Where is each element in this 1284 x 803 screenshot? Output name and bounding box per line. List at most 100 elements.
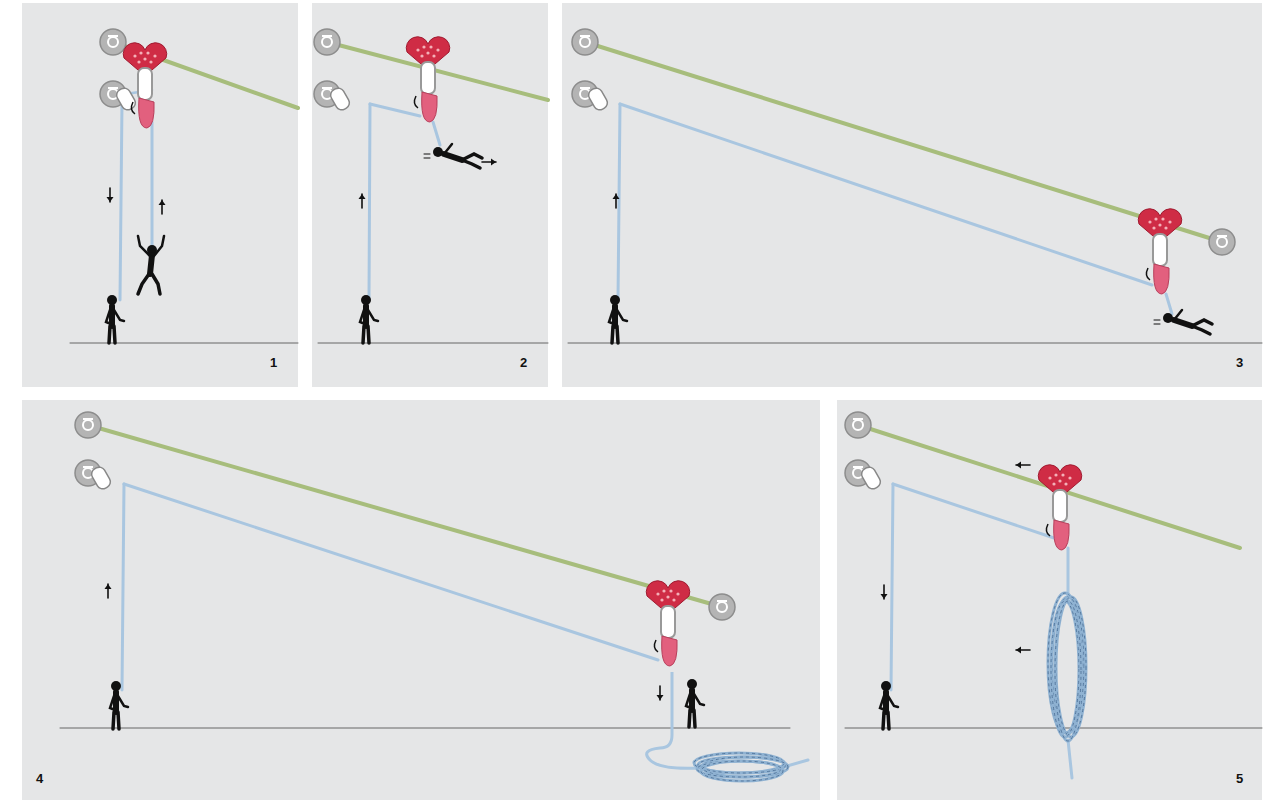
anchor-bolt-head — [108, 35, 118, 37]
anchor-bolt — [314, 29, 340, 55]
ground-line — [845, 728, 1262, 729]
tandem-pulley — [1138, 209, 1181, 294]
ground-line — [568, 343, 1262, 344]
pulley-dot — [1154, 217, 1157, 220]
belayer-figure — [609, 295, 627, 343]
tandem-pulley — [123, 43, 166, 128]
ground-line — [318, 343, 548, 344]
pulley-dot — [436, 48, 439, 51]
anchor-bolt-head — [108, 87, 118, 89]
figure-leg — [113, 712, 114, 729]
anchor-bolt-head — [83, 466, 93, 468]
clamp-arrow — [1046, 524, 1050, 536]
haul-rope — [370, 104, 420, 116]
figure-body — [444, 154, 462, 160]
panel — [562, 3, 1262, 387]
arrow-head — [159, 200, 166, 205]
tyrolean-rope — [327, 42, 548, 100]
anchor-bolt-head — [717, 600, 727, 602]
panel-number: 4 — [36, 772, 43, 785]
figure-leg — [138, 274, 149, 294]
figure-arm — [114, 310, 124, 321]
figure-arm — [360, 310, 365, 324]
figure-arm — [118, 696, 128, 707]
figure-leg — [694, 710, 695, 727]
arrow-head — [105, 584, 112, 589]
figure-arm — [154, 236, 164, 256]
anchor-ring — [853, 420, 863, 430]
tyrolean-rope — [585, 42, 1222, 242]
anchor-ring — [322, 37, 332, 47]
redirect-pulley — [586, 86, 609, 112]
climber-figure — [138, 236, 164, 294]
clamp-arrow — [414, 96, 418, 108]
anchor-bolt-head — [580, 87, 590, 89]
figure-arm — [888, 696, 898, 707]
pulley-dot — [1164, 226, 1167, 229]
haul-rope — [124, 484, 658, 660]
pulley-dot — [676, 592, 679, 595]
figure-leg — [888, 712, 889, 729]
figure-arm — [609, 310, 614, 324]
anchor-ring — [1217, 237, 1227, 247]
haul-rope — [433, 122, 440, 145]
pulley-dot — [1052, 482, 1055, 485]
anchor-plate — [709, 594, 735, 620]
haul-rope — [620, 104, 1152, 285]
haul-rope — [1166, 294, 1172, 314]
anchor-bolt-head — [322, 35, 332, 37]
anchor-plate — [845, 412, 871, 438]
figure-arm — [444, 144, 452, 154]
anchor-bolt — [845, 412, 871, 438]
haul-rope — [122, 484, 124, 690]
redirect-pulley — [859, 465, 882, 491]
arrow-head — [491, 159, 496, 166]
pulley-dot — [1148, 220, 1151, 223]
coil-loop — [1055, 601, 1081, 741]
arrow-head — [107, 197, 114, 202]
carabiner — [138, 68, 152, 100]
anchor-bolt-head — [853, 466, 863, 468]
motion-line — [424, 158, 430, 159]
rider-figure — [424, 144, 482, 168]
pulley-dot — [1054, 473, 1057, 476]
pulley-dot — [146, 51, 149, 54]
pulley-dot — [153, 54, 156, 57]
tyrolean-rope — [858, 425, 1240, 548]
anchor-bolt — [709, 594, 735, 620]
panel-number: 3 — [1236, 356, 1243, 369]
pulley-dot — [1048, 476, 1051, 479]
figure-leg — [118, 712, 119, 729]
haul-rope — [618, 104, 620, 300]
pulley-dot — [420, 54, 423, 57]
anchor-bolt-head — [83, 418, 93, 420]
haul-rope — [893, 484, 1054, 538]
figure-leg — [1192, 326, 1210, 334]
tandem-pulley — [646, 581, 689, 666]
anchor-plate — [75, 412, 101, 438]
figure-arm — [1174, 310, 1182, 320]
anchor-bolt-head — [322, 87, 332, 89]
pulley-dot — [149, 60, 152, 63]
motion-line — [1154, 324, 1160, 325]
tandem-pulley — [406, 37, 449, 122]
belayer-figure — [880, 681, 898, 729]
ground-line — [70, 343, 298, 344]
figure-leg — [883, 712, 884, 729]
haul-rope — [647, 672, 700, 768]
pulley-dot — [1068, 476, 1071, 479]
pulley-dot — [1158, 223, 1161, 226]
pulley-dot — [426, 51, 429, 54]
rope-clamp — [662, 636, 677, 666]
figure-body — [150, 255, 152, 274]
panel — [22, 400, 820, 800]
belayer-figure — [110, 681, 128, 729]
pulley-dot — [1152, 226, 1155, 229]
haul-rope — [151, 122, 154, 245]
pulley-dot — [416, 48, 419, 51]
rider-figure — [1154, 310, 1212, 334]
pulley-dot — [133, 54, 136, 57]
pulley-dot — [432, 54, 435, 57]
